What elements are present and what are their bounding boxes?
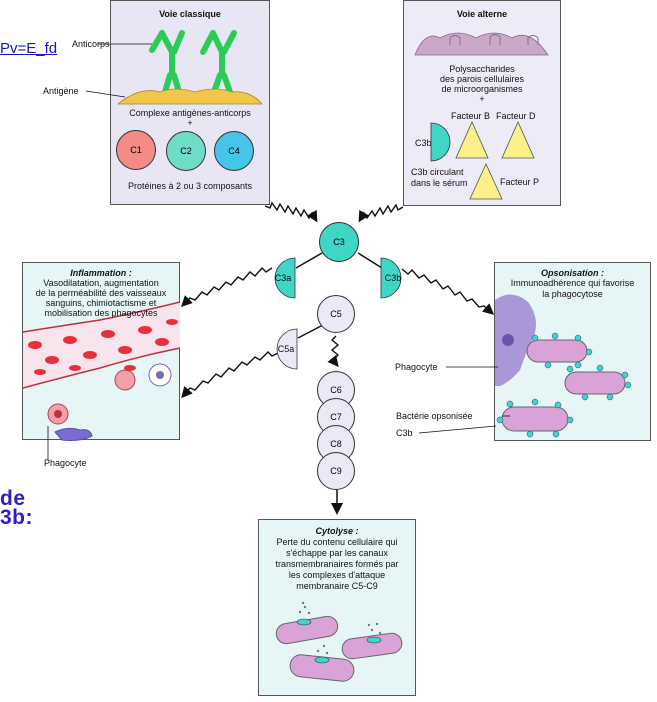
- cut-off-heading-line2: 3b:: [0, 506, 33, 529]
- inflammation-line4: mobilisation des phagocytes: [44, 308, 158, 318]
- opsonisation-c3b-label: C3b: [396, 428, 413, 438]
- c5a-half-circle: [276, 328, 298, 370]
- c4-label: C4: [228, 146, 240, 156]
- c3b-circulating-line1: C3b circulant: [411, 167, 464, 177]
- antibody-right-icon: [200, 30, 237, 95]
- factor-d-triangle: [501, 121, 535, 159]
- antigene-label: Antigène: [43, 86, 79, 96]
- phagocyte-shape: [495, 294, 536, 386]
- alternate-pathway-panel: [403, 0, 561, 206]
- complex-plus: +: [187, 118, 193, 128]
- polysaccharide-line2: des parois cellulaires: [439, 74, 525, 84]
- alternate-title: Voie alterne: [456, 9, 508, 19]
- c9-label: C9: [330, 466, 342, 476]
- c3a-half-circle: [274, 257, 296, 299]
- cut-off-link[interactable]: Pv=E_fd: [0, 40, 58, 57]
- factor-p-triangle: [469, 163, 503, 200]
- c5-label: C5: [330, 309, 342, 319]
- opsonisation-line1: Immunoadhérence qui favorise: [510, 278, 635, 288]
- lysed-bacteria: [275, 615, 403, 682]
- c5a-label: C5a: [277, 344, 295, 354]
- c6-label: C6: [330, 385, 342, 395]
- inflammation-line1: Vasodilatation, augmentation: [43, 278, 159, 288]
- opsonisation-line2: la phagocytose: [542, 289, 603, 299]
- proteins-label: Protéines à 2 ou 3 composants: [127, 181, 253, 191]
- classic-title: Voie classique: [159, 9, 221, 19]
- c1-circle: C1: [116, 130, 156, 170]
- c1-label: C1: [130, 145, 142, 155]
- c3-circle: C3: [319, 222, 359, 262]
- c3b-label: C3b: [384, 273, 402, 283]
- factor-b-triangle: [455, 121, 489, 159]
- cytolysis-line3: transmembranaires formés par: [275, 559, 399, 569]
- cytolysis-line2: s'échappe par les canaux: [286, 548, 388, 558]
- inflammation-line2: de la perméabilité des vaisseaux: [35, 288, 167, 298]
- factor-p-label: Facteur P: [500, 177, 540, 187]
- c3b-left-shape: [430, 122, 451, 162]
- cytolysis-line1: Perte du contenu cellulaire qui: [276, 537, 398, 547]
- complex-label: Complexe antigènes-anticorps: [129, 108, 251, 118]
- c7-label: C7: [330, 412, 342, 422]
- red-blood-cells: [28, 319, 178, 375]
- cytolysis-line4: les complexes d'attaque: [288, 570, 386, 580]
- polysaccharide-line1: Polysaccharides: [449, 64, 515, 74]
- c3a-label: C3a: [274, 273, 292, 283]
- alternate-plus: +: [479, 94, 485, 104]
- c5-circle: C5: [317, 295, 355, 333]
- antibody-left-icon: [149, 30, 185, 95]
- anticorps-label: Anticorps: [72, 39, 110, 49]
- c9-circle: C9: [317, 452, 355, 490]
- opsonisation-title: Opsonisation :: [541, 268, 604, 278]
- inflammation-title: Inflammation :: [70, 268, 132, 278]
- c3b-half-circle: [380, 257, 402, 299]
- antigen-shape: [116, 88, 263, 105]
- factor-b-label: Facteur B: [451, 111, 491, 121]
- c2-circle: C2: [166, 131, 206, 171]
- opsonized-bacteria: [501, 339, 626, 432]
- polysaccharide-line3: de microorganismes: [441, 84, 523, 94]
- c3-label: C3: [333, 237, 345, 247]
- cytolysis-line5: membranaire C5-C9: [296, 581, 378, 591]
- cytolysis-title: Cytolyse :: [315, 526, 359, 536]
- factor-d-label: Facteur D: [496, 111, 536, 121]
- c3b-alt-label: C3b: [415, 138, 432, 148]
- c8-label: C8: [330, 439, 342, 449]
- polysaccharide-wall-shape: [414, 32, 549, 56]
- opsonisation-phagocyte-label: Phagocyte: [395, 362, 438, 372]
- blood-vessel-shape: [23, 302, 180, 388]
- inflammation-phagocyte-label: Phagocyte: [44, 458, 87, 468]
- c2-label: C2: [180, 146, 192, 156]
- cut-off-heading-line1: de: [0, 487, 26, 510]
- c3b-circulating-line2: dans le sérum: [411, 178, 468, 188]
- inflammation-line3: sanguins, chimiotactisme et: [45, 298, 157, 308]
- opsonized-bacteria-label: Bactérie opsonisée: [396, 411, 473, 421]
- c4-circle: C4: [214, 131, 254, 171]
